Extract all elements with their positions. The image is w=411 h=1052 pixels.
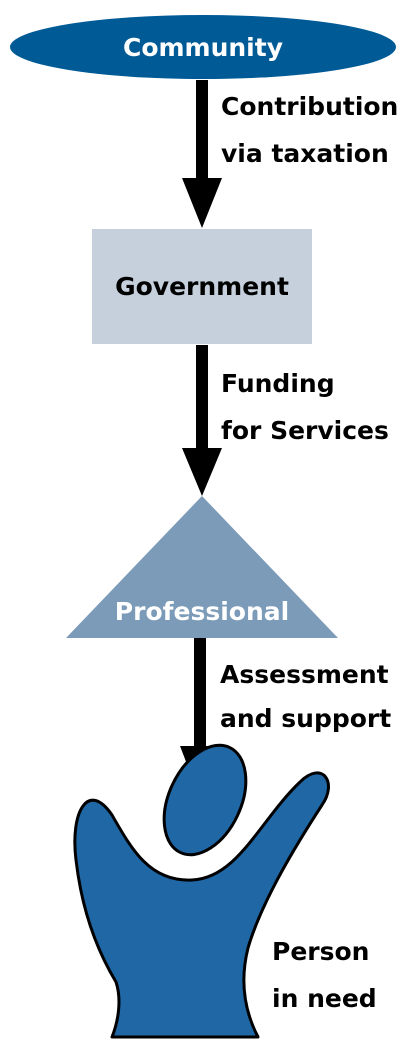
government-node: Government <box>92 229 312 344</box>
person-figure <box>73 743 330 1039</box>
government-label: Government <box>115 272 289 301</box>
government-rect <box>92 229 312 344</box>
person-label-line: in need <box>272 984 377 1013</box>
edge-label-funding: Funding for Services <box>221 369 389 445</box>
community-node: Community <box>10 15 396 79</box>
person-body-shape <box>73 771 330 1039</box>
arrow-community-to-government <box>182 80 222 228</box>
professional-node: Professional <box>66 496 338 638</box>
person-head <box>162 743 248 857</box>
professional-label: Professional <box>115 597 289 626</box>
person-label-line: Person <box>272 937 369 966</box>
edge-label-line: Contribution <box>221 92 398 121</box>
community-label: Community <box>123 33 283 62</box>
edge-label-line: for Services <box>221 416 389 445</box>
arrow-government-to-professional <box>182 345 222 496</box>
edge-label-assessment: Assessment and support <box>220 660 391 733</box>
edge-label-taxation: Contribution via taxation <box>221 92 398 168</box>
professional-triangle <box>66 496 338 638</box>
edge-label-line: via taxation <box>221 139 389 168</box>
edge-label-line: Assessment <box>220 660 389 689</box>
community-ellipse <box>10 15 396 79</box>
person-label: Person in need <box>272 937 377 1013</box>
edge-label-line: Funding <box>221 369 335 398</box>
edge-label-line: and support <box>220 704 391 733</box>
